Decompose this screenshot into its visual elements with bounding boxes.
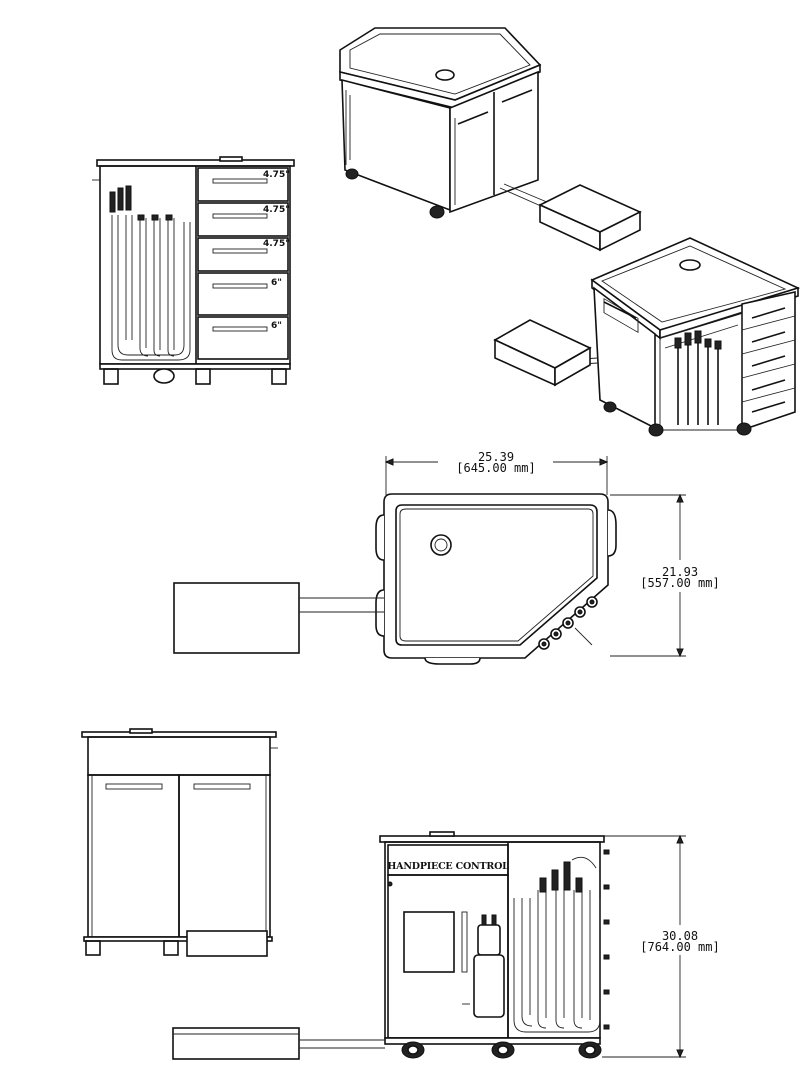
drawer-height-label: 6"	[271, 278, 282, 288]
rear-view-control-panel: 30.08 [764.00 mm] HANDPIECE CONTROL	[172, 831, 720, 1060]
top-view-dimensioned: 25.39 [645.00 mm] 21.93 [557.00 mm]	[173, 450, 720, 665]
handpiece-hoses	[674, 330, 722, 425]
height-dimension-in: 30.08	[662, 929, 698, 943]
drawer-height-label: 4.75"	[263, 170, 290, 180]
control-panel-window	[403, 911, 455, 973]
handpiece-holders	[538, 596, 598, 650]
water-bottle	[473, 914, 505, 1018]
tubing-port-icon	[430, 534, 452, 556]
drawer-height-label: 6"	[271, 321, 282, 331]
tubing-port-icon	[435, 69, 455, 81]
drawer-height-label: 4.75"	[263, 239, 290, 249]
width-dimension-in: 25.39	[478, 450, 514, 464]
drawer-height-label: 4.75"	[263, 205, 290, 215]
handpiece-hoses	[513, 856, 601, 1033]
front-view-doors	[81, 728, 278, 957]
tubing-port-icon	[679, 259, 701, 271]
isometric-view-closed	[339, 27, 642, 252]
depth-dimension-in: 21.93	[662, 565, 698, 579]
isometric-view-hoses	[493, 237, 801, 437]
depth-dimension-mm: [557.00 mm]	[640, 576, 719, 590]
height-dimension-mm: [764.00 mm]	[640, 940, 719, 954]
width-dimension-mm: [645.00 mm]	[456, 461, 535, 475]
front-view-drawers: 4.75" 4.75" 4.75" 6" 6"	[92, 156, 295, 385]
handpiece-control-label: HANDPIECE CONTROL	[387, 861, 509, 872]
handpiece-hoses	[109, 185, 191, 361]
